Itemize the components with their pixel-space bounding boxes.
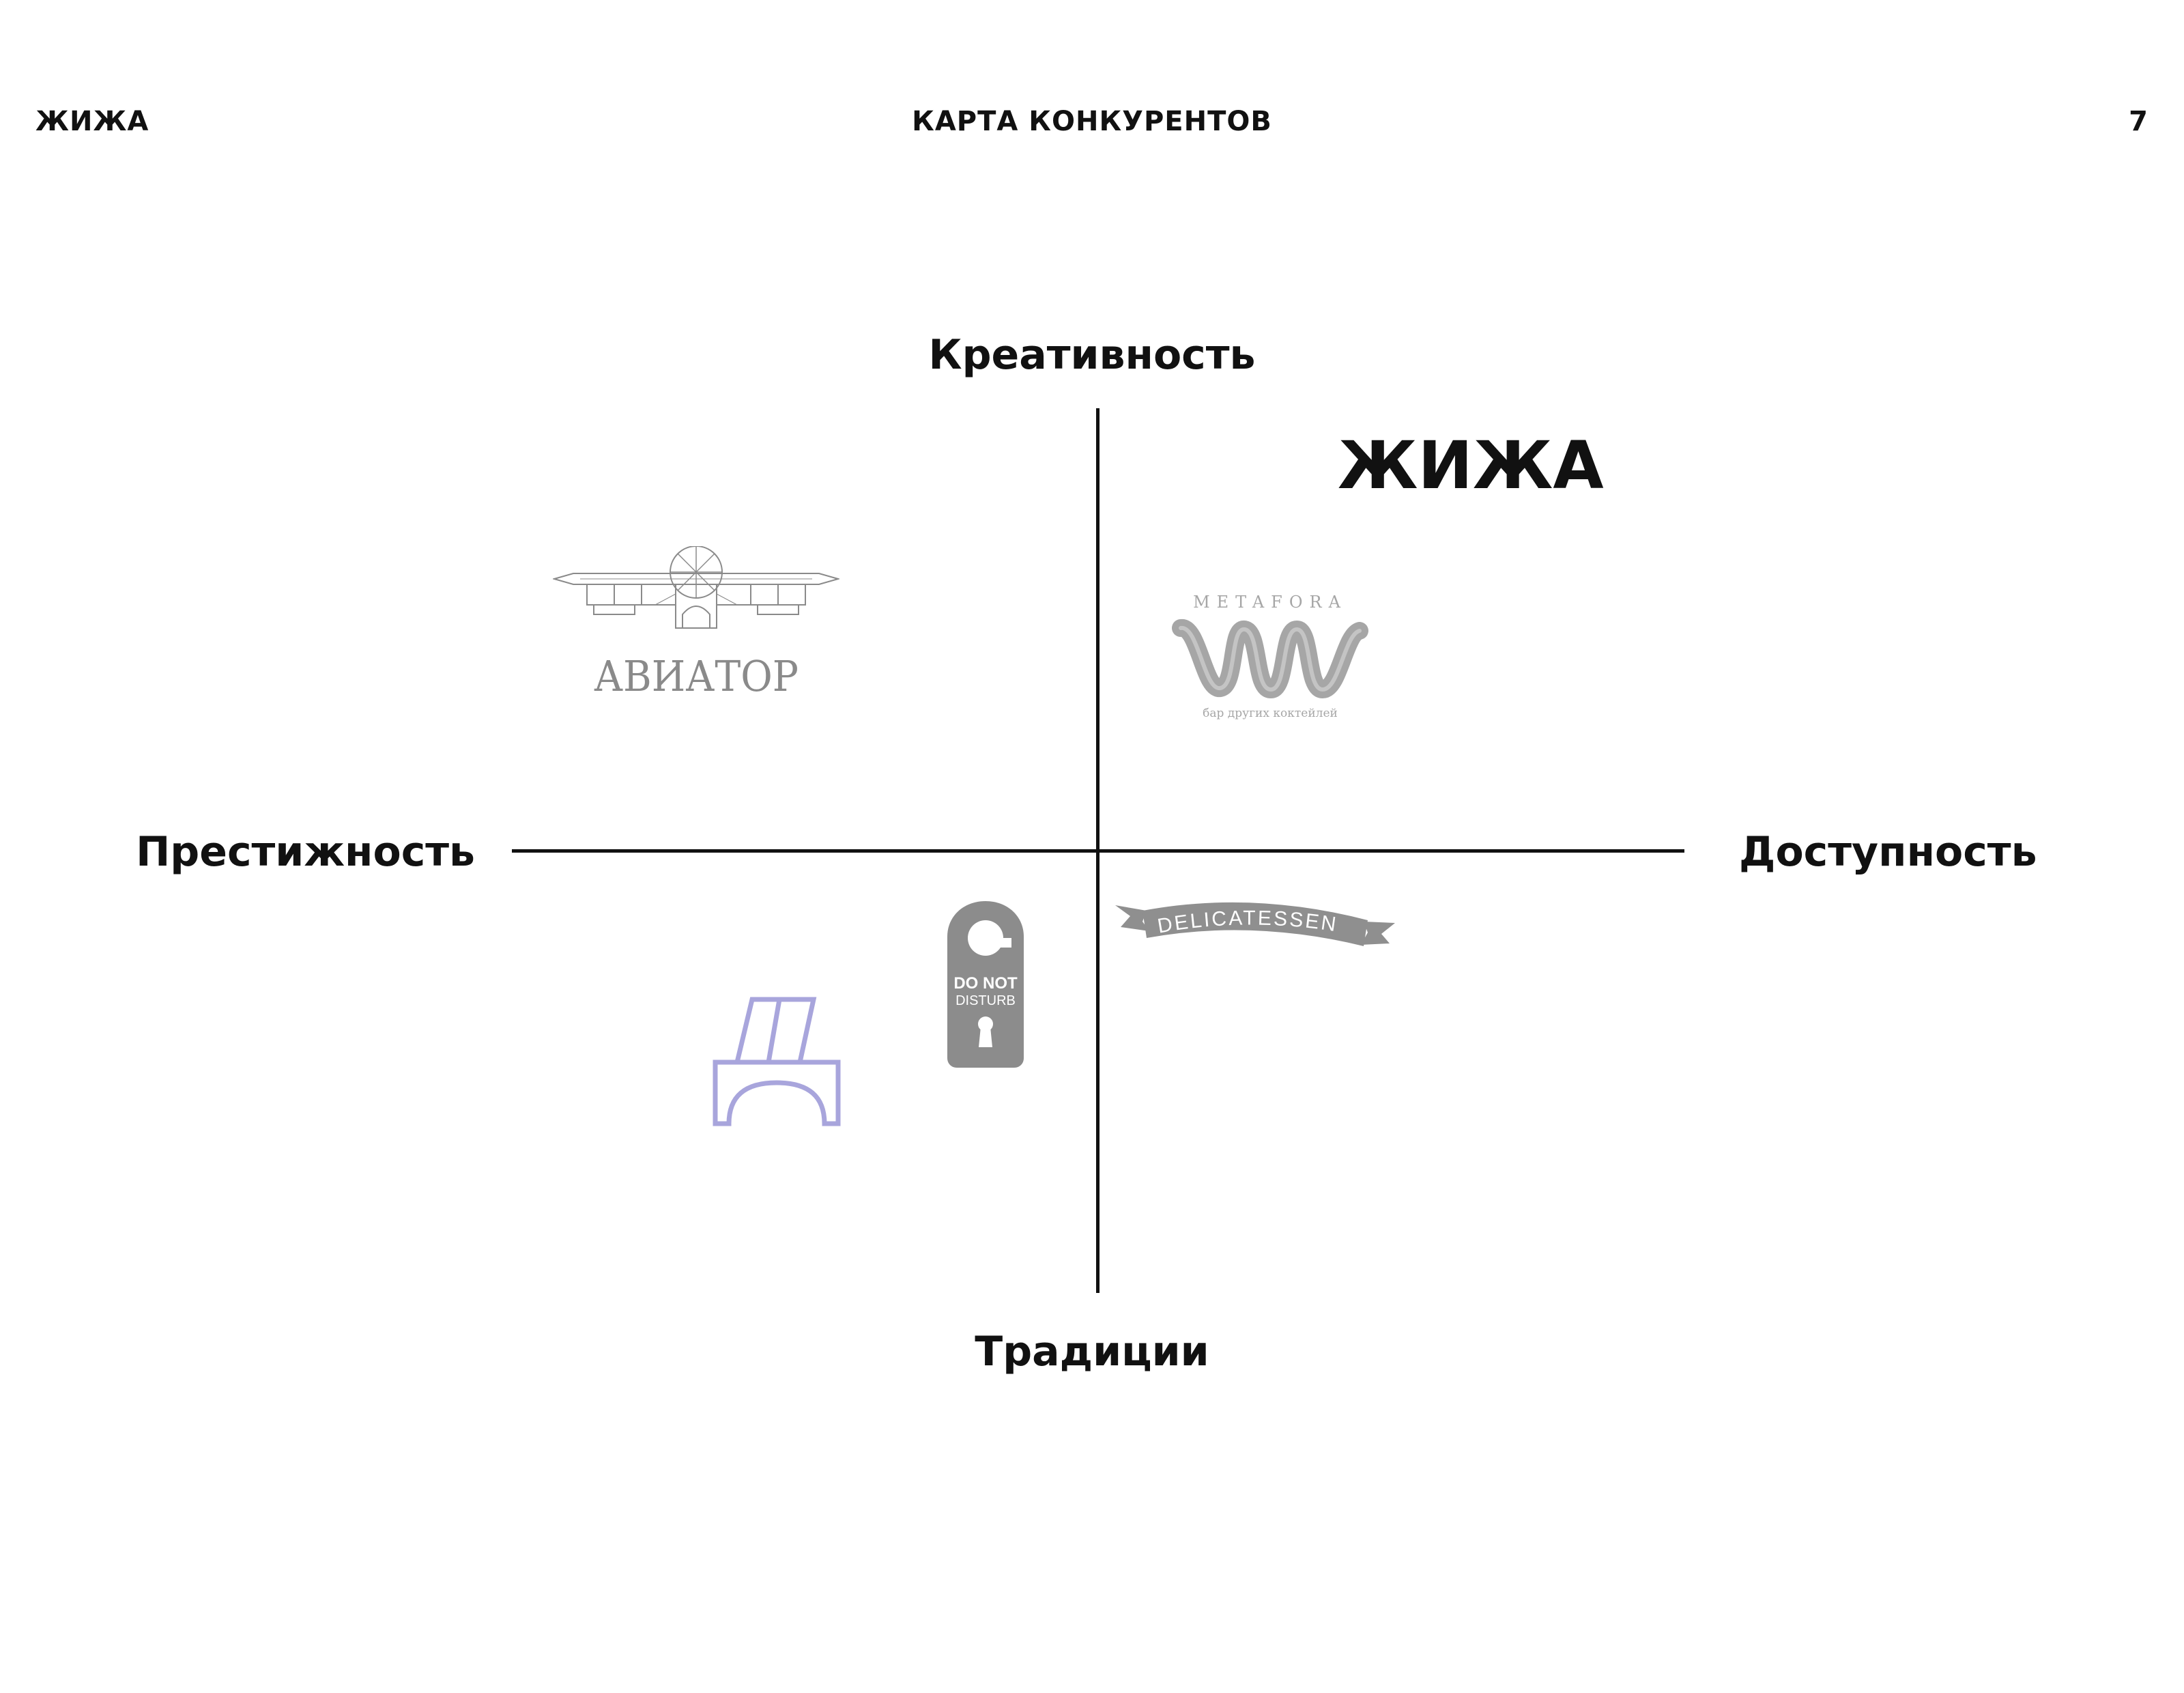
logo-do-not-disturb: DO NOT DISTURB <box>947 901 1024 1068</box>
page-number: 7 <box>2129 106 2149 137</box>
metafora-wordmark: METAFORA <box>1193 593 1347 612</box>
axis-label-left: Престижность <box>136 828 475 876</box>
delicatessen-banner-icon: DELICATESSEN <box>1115 902 1395 946</box>
logo-d-arch <box>713 997 841 1126</box>
metafora-tagline: бар других коктейлей <box>1203 707 1338 720</box>
axis-label-bottom: Традиции <box>975 1328 1209 1376</box>
header-brand: ЖИЖА <box>35 106 149 137</box>
keyhole-icon <box>978 1016 993 1047</box>
logo-metafora: METAFORA бар других коктейлей <box>1171 587 1369 724</box>
axis-label-top: Креативность <box>928 331 1256 379</box>
dnd-line-2: DISTURB <box>956 993 1016 1008</box>
logo-aviator: АВИАТОР <box>553 546 839 703</box>
aviator-airplane-icon: АВИАТОР <box>553 546 839 701</box>
logo-delicatessen: DELICATESSEN <box>1115 896 1395 964</box>
door-hanger-icon: DO NOT DISTURB <box>947 901 1024 1068</box>
d-arch-icon <box>713 997 841 1126</box>
horizontal-axis-line <box>512 849 1684 853</box>
brand-mark-zhizha: ЖИЖА <box>1338 427 1604 504</box>
aviator-wordmark: АВИАТОР <box>594 651 799 701</box>
axis-label-right: Доступность <box>1739 828 2037 876</box>
page-title: КАРТА КОНКУРЕНТОВ <box>912 106 1272 137</box>
metafora-ribbon-icon: METAFORA бар других коктейлей <box>1172 593 1368 720</box>
dnd-line-1: DO NOT <box>953 974 1018 993</box>
